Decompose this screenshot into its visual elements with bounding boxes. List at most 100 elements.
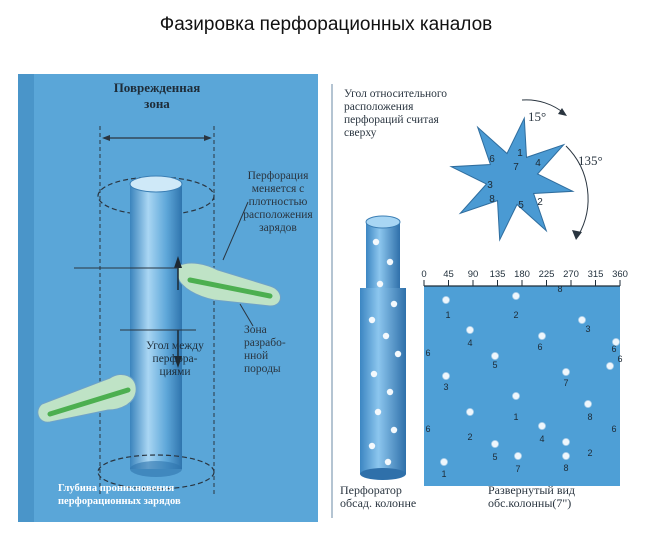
grid-hole (561, 451, 570, 460)
perforation-changes-line-3: плотностью (248, 196, 308, 208)
grid-hole (490, 351, 499, 360)
grid-number-5: 5 (492, 360, 497, 370)
scale-tick-label: 45 (443, 269, 454, 280)
perforation-arrow (222, 201, 249, 261)
depth-label: Глубина проникновения перфорационных зар… (58, 482, 258, 508)
grid-hole (513, 451, 522, 460)
star-number-6: 6 (489, 154, 495, 165)
damaged-zone-label: Поврежденная зона (98, 80, 216, 112)
relative-angle-line-2: расположения (344, 101, 414, 113)
grid-number-1: 1 (445, 310, 450, 320)
grid-number-8: 8 (557, 284, 562, 294)
gun-hole (376, 280, 384, 288)
casing-top (129, 175, 183, 193)
scale-tick-label: 360 (612, 269, 628, 280)
relative-angle-line-3: перфораций считая (344, 114, 439, 126)
damaged-zone-line-2: зона (144, 96, 170, 111)
grid-hole (605, 361, 614, 370)
grid-number-1: 1 (513, 412, 518, 422)
side-number: 6 (425, 348, 430, 358)
gun-hole (374, 408, 382, 416)
gun-hole (382, 332, 390, 340)
unwrapped-grid (424, 286, 620, 486)
casing-bottom (130, 461, 182, 477)
perforation-changes-label: Перфорация меняется с плотностью располо… (236, 170, 320, 235)
gun-hole (384, 458, 392, 466)
perforation-changes-line-5: зарядов (259, 222, 297, 234)
grid-number-1: 1 (441, 469, 446, 479)
side-number: 6 (611, 424, 616, 434)
grid-hole (442, 371, 451, 380)
gun-hole (386, 388, 394, 396)
angle-between-line-2: перфора- (152, 353, 198, 365)
scale-tick-label: 90 (468, 269, 479, 280)
grid-hole (465, 407, 474, 416)
perforation-changes-line-4: расположения (243, 209, 313, 221)
zone-destroyed-line-2: разрабо- (244, 337, 286, 349)
gun-hole (390, 426, 398, 434)
damaged-zone-line-1: Поврежденная (113, 80, 201, 95)
perforator-label: Перфоратор обсад. колонне (340, 484, 440, 510)
zone-destroyed-line-3: нной (244, 350, 269, 362)
gun-hole (372, 238, 380, 246)
grid-hole (537, 331, 546, 340)
formation-edge (18, 74, 34, 522)
scale-tick-label: 270 (563, 269, 579, 280)
perforator-gun-bottom (360, 468, 406, 480)
grid-hole (440, 457, 449, 466)
grid-hole (490, 439, 499, 448)
angle-between-label: Угол между перфора- циями (136, 340, 214, 379)
star-number-5: 5 (518, 200, 524, 211)
gun-hole (370, 370, 378, 378)
grid-number-4: 4 (539, 434, 544, 444)
casing-pipe (130, 184, 182, 469)
side-number: 6 (425, 424, 430, 434)
grid-number-2: 2 (587, 448, 592, 458)
angle-135-label: 135° (578, 153, 603, 168)
gun-hole (390, 300, 398, 308)
depth-line-2: перфорационных зарядов (58, 496, 181, 507)
star-number-7: 7 (513, 162, 519, 173)
zone-arrow (239, 303, 254, 327)
grid-number-3: 3 (585, 324, 590, 334)
grid-hole (561, 437, 570, 446)
grid-hole (577, 315, 586, 324)
grid-number-4: 4 (467, 338, 472, 348)
well-diagram-panel: Поврежденная зона Перфорация меняется с … (18, 74, 318, 522)
page-title: Фазировка перфорационных каналов (159, 14, 493, 35)
perforator-line-2: обсад. колонне (340, 496, 417, 510)
perforator-gun-upper (366, 222, 400, 288)
star-shape (449, 116, 575, 242)
unwrapped-line-2: обс.колонны(7") (488, 496, 572, 510)
grid-number-8: 8 (587, 412, 592, 422)
scale-tick-label: 225 (539, 269, 555, 280)
angle-15-label: 15° (528, 109, 547, 124)
perforation-charge-lower (47, 387, 131, 417)
gun-hole (368, 316, 376, 324)
perforator-gun-top (365, 215, 401, 229)
gun-hole (394, 350, 402, 358)
perforation-charge-upper (187, 277, 273, 299)
scale-tick-label: 180 (514, 269, 530, 280)
grid-number-2: 2 (467, 432, 472, 442)
grid-number-7: 7 (515, 464, 520, 474)
relative-angle-label: Угол относительного расположения перфора… (344, 88, 494, 140)
angle-between-line-1: Угол между (146, 340, 204, 352)
relative-angle-line-4: сверху (344, 127, 377, 139)
perforator-gun-lower (360, 288, 406, 474)
grid-hole (611, 337, 620, 346)
grid-hole (537, 421, 546, 430)
grid-number-2: 2 (513, 310, 518, 320)
angle-between-line-3: циями (159, 366, 191, 378)
depth-line-1: Глубина проникновения (58, 483, 175, 494)
grid-hole (511, 291, 520, 300)
grid-number-6: 6 (617, 354, 622, 364)
perforation-changes-line-2: меняется с (251, 183, 305, 195)
star-number-8: 8 (489, 194, 495, 205)
perforation-tunnel-upper (177, 262, 281, 307)
grid-number-3: 3 (443, 382, 448, 392)
grid-hole (465, 325, 474, 334)
perforator-line-1: Перфоратор (340, 483, 402, 497)
